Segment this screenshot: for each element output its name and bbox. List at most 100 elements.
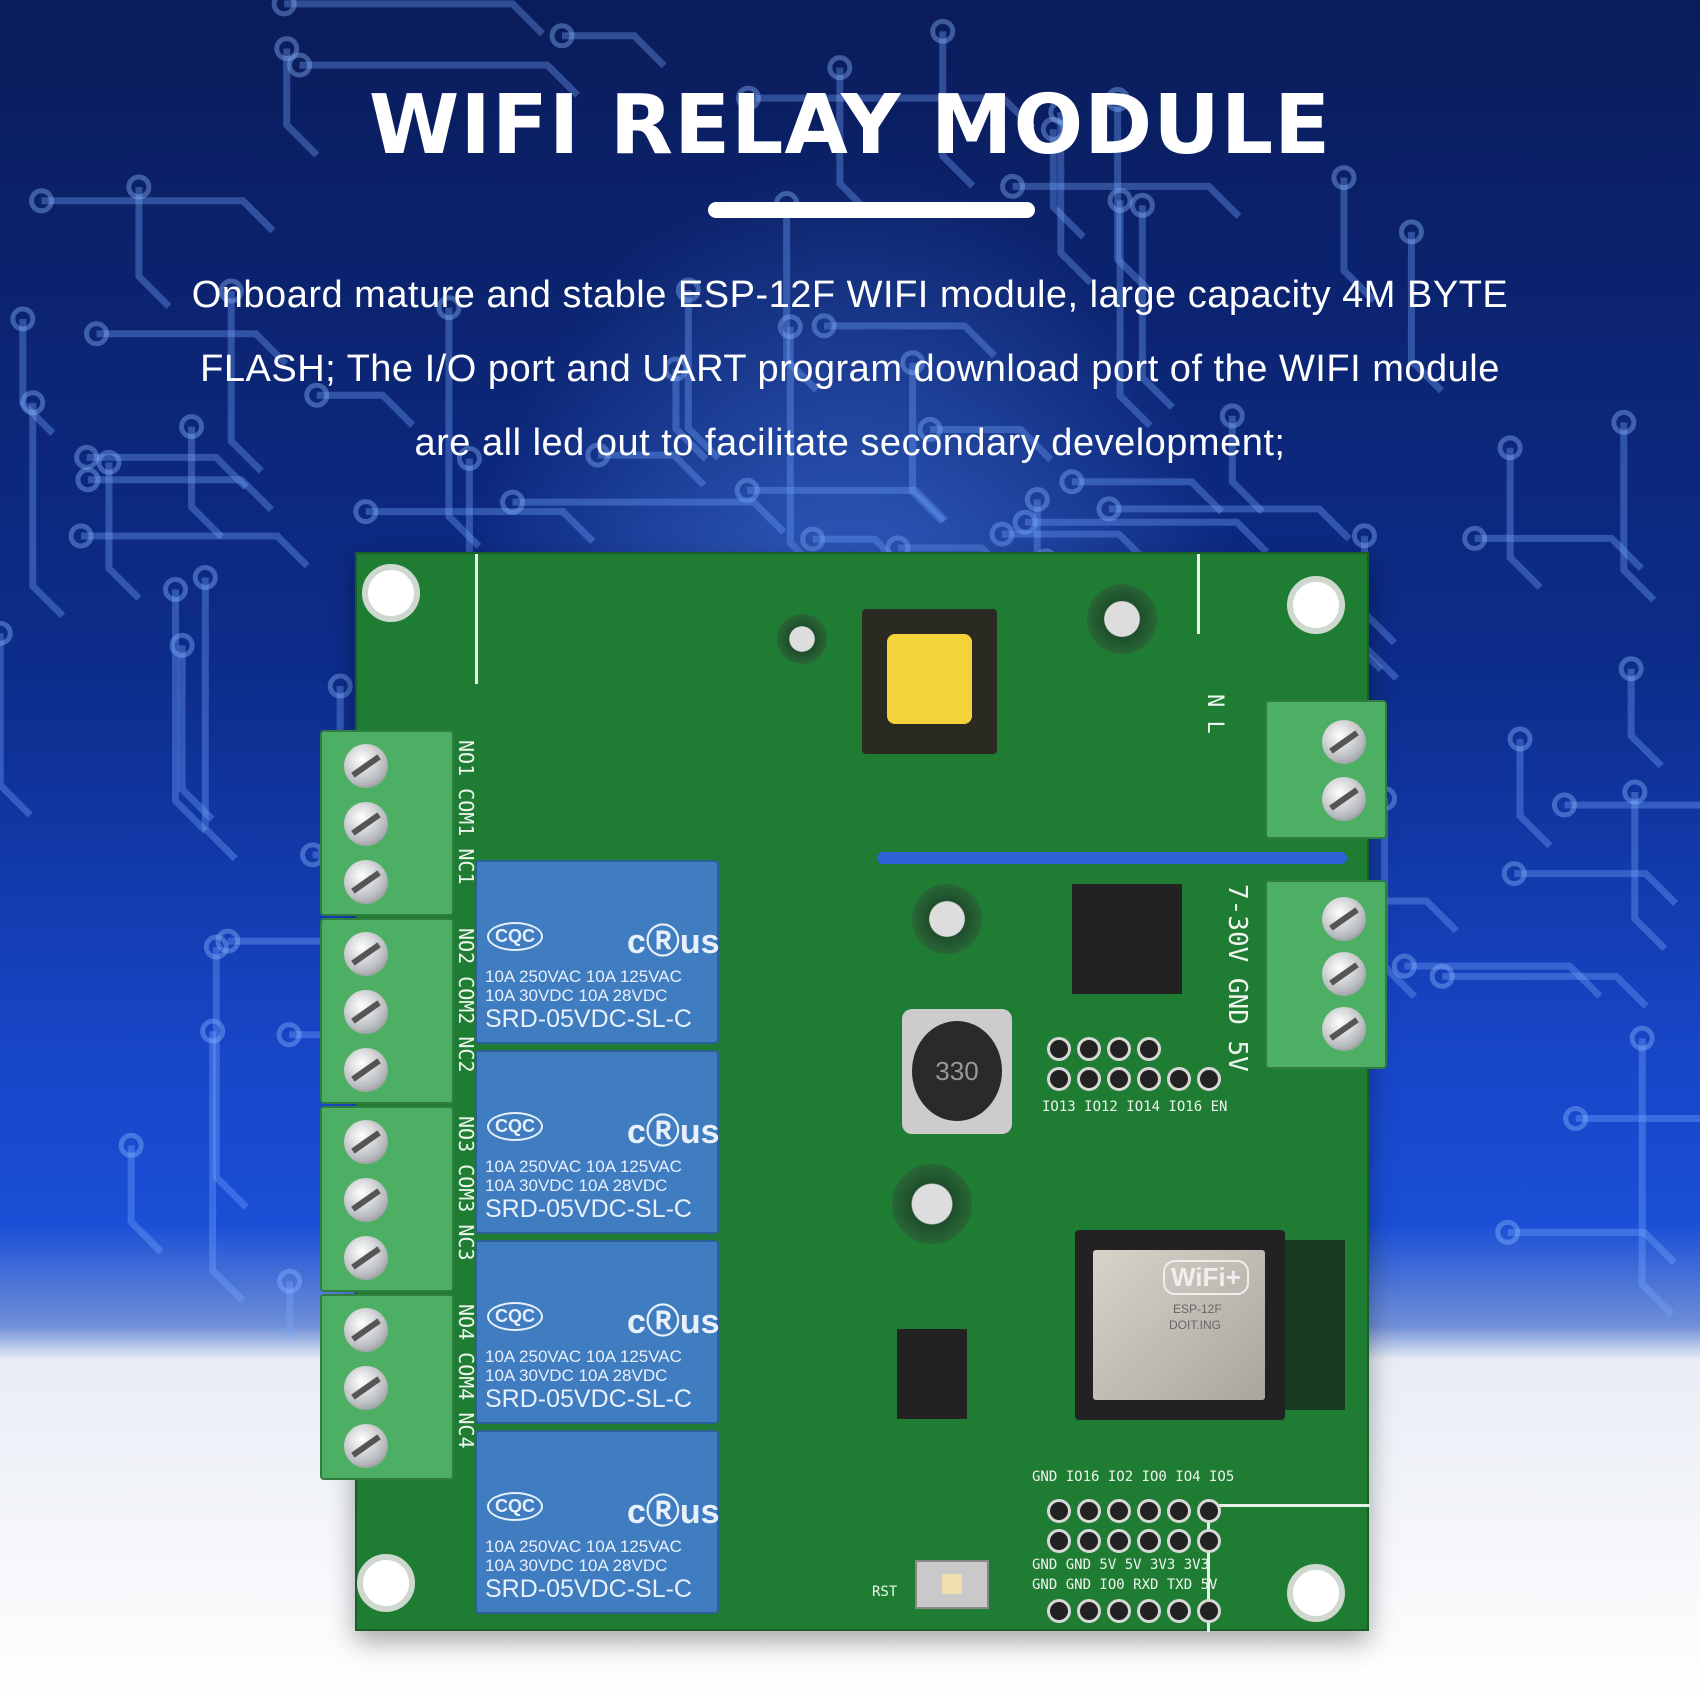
header-pin [1167, 1599, 1191, 1623]
screw[interactable] [344, 990, 388, 1034]
screw[interactable] [344, 860, 388, 904]
circuit-pad [1351, 523, 1377, 549]
circuit-pad [1429, 963, 1455, 989]
screw[interactable] [1322, 720, 1366, 764]
circuit-pad [1048, 99, 1074, 125]
screw[interactable] [1322, 952, 1366, 996]
circuit-trace [1507, 1228, 1677, 1265]
inductor: 330 [902, 1009, 1012, 1134]
header-pin [1047, 1067, 1071, 1091]
esp-12f-module: WiFi+ ESP-12F DOIT.ING [1075, 1230, 1285, 1420]
header-row1-labels: GND GND 5V 5V 3V3 3V3 [1032, 1557, 1210, 1573]
header-pin [1137, 1067, 1161, 1091]
circuit-pad [20, 390, 46, 416]
screw[interactable] [344, 744, 388, 788]
circuit-pad [1501, 861, 1527, 887]
screw[interactable] [1322, 1007, 1366, 1051]
screw[interactable] [344, 1308, 388, 1352]
screw[interactable] [344, 1120, 388, 1164]
circuit-trace [316, 391, 416, 428]
circuit-pad [1105, 87, 1131, 113]
circuit-trace [1012, 182, 1242, 219]
circuit-trace [1114, 99, 1151, 292]
esp-shield: WiFi+ ESP-12F DOIT.ING [1093, 1250, 1265, 1400]
relay-dc-rating: 10A 30VDC 10A 28VDC [485, 1366, 668, 1385]
circuit-pad [126, 174, 152, 200]
screw[interactable] [344, 1366, 388, 1410]
circuit-pad [1107, 187, 1133, 213]
circuit-pad [215, 928, 241, 954]
mounting-hole [1287, 576, 1345, 634]
circuit-pad [327, 673, 353, 699]
relay-ac-rating: 10A 250VAC 10A 125VAC [485, 967, 682, 986]
relay-terminal-block [320, 918, 454, 1104]
circuit-pad [84, 321, 110, 347]
circuit-trace [1506, 447, 1543, 590]
reset-button[interactable] [915, 1560, 989, 1609]
screw[interactable] [344, 1236, 388, 1280]
esp-maker: DOIT.ING [1169, 1318, 1222, 1332]
silkscreen-line [1207, 1504, 1370, 1632]
relay-cqc-logo: CQC [487, 922, 543, 951]
circuit-trace [748, 94, 1036, 131]
description-line: Onboard mature and stable ESP-12F WIFI m… [191, 274, 1509, 316]
pcb-antenna [1285, 1240, 1345, 1410]
circuit-pad [28, 188, 54, 214]
circuit-pad [827, 55, 853, 81]
circuit-pad [1000, 173, 1026, 199]
circuit-pad [192, 564, 218, 590]
relay-dc-rating: 10A 30VDC 10A 28VDC [485, 1556, 668, 1575]
circuit-trace [86, 453, 249, 490]
header-pin [1047, 1529, 1071, 1553]
header-pin [1197, 1529, 1221, 1553]
circuit-trace [135, 187, 172, 309]
circuit-pad [1497, 435, 1523, 461]
circuit-trace [105, 462, 142, 601]
circuit-pad [96, 449, 122, 475]
header-pin [1107, 1499, 1131, 1523]
screw[interactable] [344, 802, 388, 846]
header-pin [1077, 1599, 1101, 1623]
circuit-pad [276, 1022, 302, 1048]
relay-ul-mark: cⓇus [627, 923, 720, 961]
circuit-trace [209, 1031, 246, 1303]
relay-cqc-logo: CQC [487, 1302, 543, 1331]
circuit-trace [1340, 177, 1377, 304]
relay-terminal-block [320, 1294, 454, 1480]
page-title: WIFI RELAY MODULE [368, 78, 1332, 173]
screw[interactable] [1322, 777, 1366, 821]
screw[interactable] [344, 1424, 388, 1468]
relay-cqc-logo: CQC [487, 1112, 543, 1141]
relay-ul-mark: cⓇus [627, 1303, 720, 1341]
circuit-trace [1620, 422, 1657, 603]
circuit-trace [1627, 668, 1664, 769]
screw[interactable] [344, 1178, 388, 1222]
screw[interactable] [344, 932, 388, 976]
circuit-pad [203, 934, 229, 960]
circuit-pad [277, 1268, 303, 1294]
circuit-pad [1551, 792, 1577, 818]
relay-ac-rating: 10A 250VAC 10A 125VAC [485, 1537, 682, 1556]
circuit-trace [1631, 791, 1668, 952]
screw[interactable] [1322, 897, 1366, 941]
circuit-pad [1219, 403, 1245, 429]
relay-model: SRD-05VDC-SL-C [485, 1385, 692, 1413]
circuit-pad [1398, 219, 1424, 245]
circuit-trace [178, 645, 215, 822]
circuit-pad [1563, 1106, 1589, 1132]
circuit-trace [299, 61, 580, 98]
screw[interactable] [344, 1048, 388, 1092]
circuit-trace [188, 426, 225, 540]
circuit-trace [1049, 129, 1086, 240]
header-pin [1107, 1067, 1131, 1091]
circuit-pad [118, 1132, 144, 1158]
header-pin [1137, 1599, 1161, 1623]
circuit-trace [1404, 962, 1603, 999]
circuit-trace [201, 577, 238, 862]
circuit-trace [1228, 415, 1265, 515]
header-pin [1077, 1529, 1101, 1553]
capacitor [912, 884, 982, 954]
circuit-pad [75, 467, 101, 493]
